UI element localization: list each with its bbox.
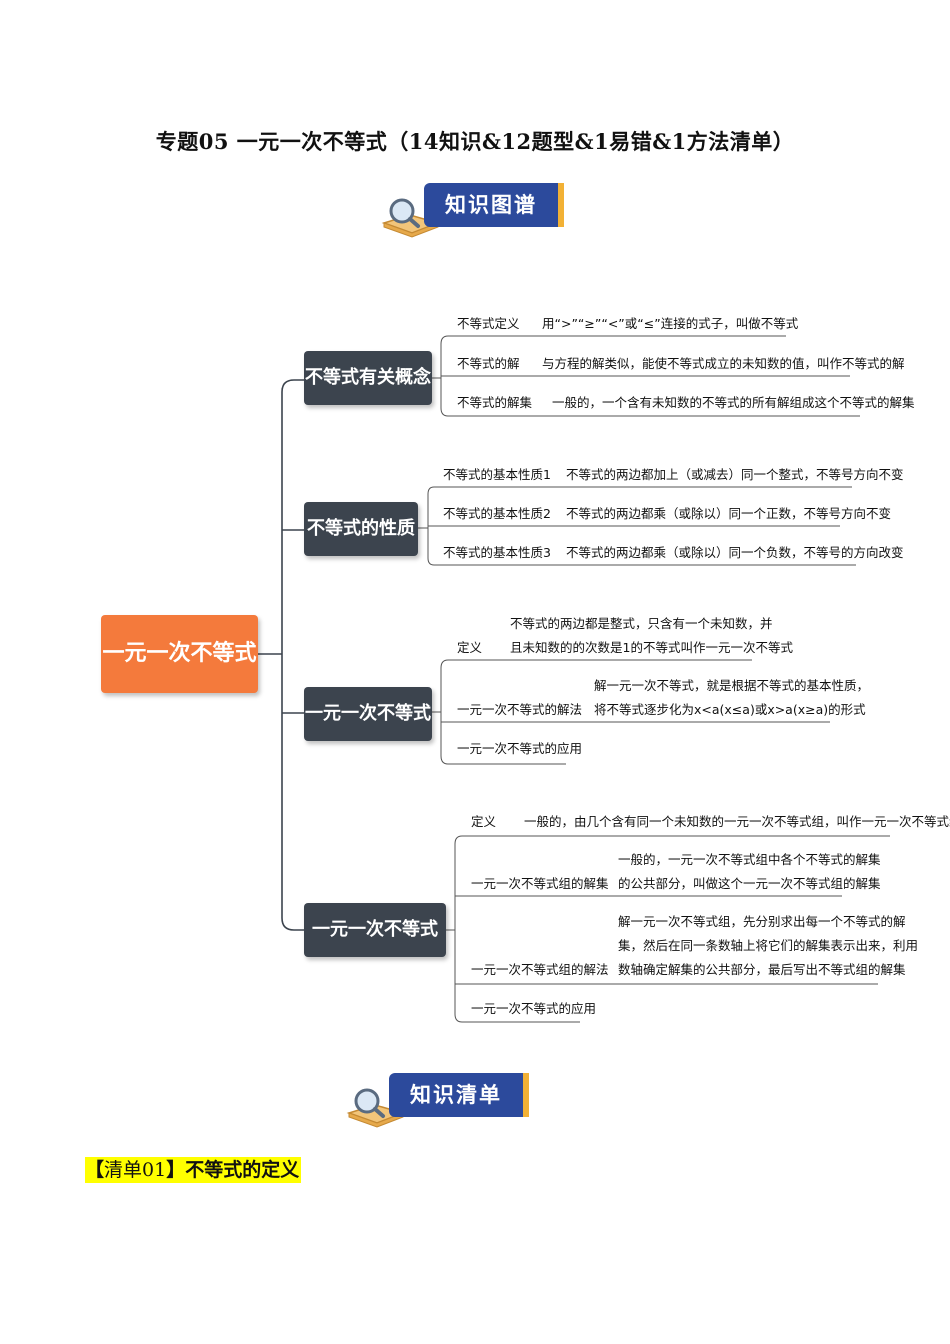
leaf-label: 不等式的基本性质3 [443,545,551,560]
leaf-text-line: 解一元一次不等式，就是根据不等式的基本性质， [594,678,870,693]
branch-linear-inequality: 一元一次不等式 [304,687,432,741]
section-heading: 【清单01】不等式的定义 [85,1157,302,1183]
leaf-text-line: 解一元一次不等式组，先分别求出每一个不等式的解 [618,914,906,929]
leaf-text: 一般的，由几个含有同一个未知数的一元一次不等式组，叫作一元一次不等式组 [524,814,950,829]
branch-inequality-concepts: 不等式有关概念 [304,351,432,405]
leaf-label: 一元一次不等式组的解集 [471,876,609,891]
section-bracket-open: 【 [85,1159,105,1181]
mindmap-root-node: 一元一次不等式 [101,615,258,693]
section-number: 清单01 [104,1159,167,1181]
leaf-label: 不等式的基本性质1 [443,467,551,482]
leaf-text: 与方程的解类似，能使不等式成立的未知数的值，叫作不等式的解 [542,356,905,371]
leaf-text: 不等式的两边都加上（或减去）同一个整式，不等号方向不变 [566,467,904,482]
branch-linear-inequality-system: 一元一次不等式组 [304,903,446,994]
knowledge-list-banner: 知识清单 [345,1073,535,1128]
leaf-label: 定义 [457,640,483,655]
leaf-label: 一元一次不等式的应用 [471,1001,597,1016]
document-title: 专题05 一元一次不等式（14知识&12题型&1易错&1方法清单） [155,129,795,154]
leaf-text-line: 将不等式逐步化为x<a(x≤a)或x>a(x≥a)的形式 [594,702,866,717]
leaf-label: 不等式的解集 [457,395,533,410]
leaf-text: 用“>”“≥”“<”或“≤”连接的式子，叫做不等式 [542,316,799,331]
leaf-label: 一元一次不等式的解法 [457,702,583,717]
knowledge-list-banner-label: 知识清单 [389,1073,529,1117]
leaf-text-line: 一般的，一元一次不等式组中各个不等式的解集 [618,852,881,867]
section-bracket-close: 】 [166,1159,186,1181]
leaf-label: 一元一次不等式的应用 [457,741,583,756]
leaf-text-line: 集，然后在同一条数轴上将它们的解集表示出来，利用 [618,938,919,953]
leaf-text: 不等式的两边都乘（或除以）同一个正数，不等号方向不变 [566,506,892,521]
knowledge-map-banner-label: 知识图谱 [424,183,564,227]
leaf-text-line: 不等式的两边都是整式，只含有一个未知数，并 [510,616,773,631]
knowledge-map-banner: 知识图谱 [380,183,570,238]
leaf-label: 不等式的基本性质2 [443,506,551,521]
section-title: 不等式的定义 [185,1159,300,1181]
leaf-label: 定义 [471,814,497,829]
leaf-text-line: 的公共部分，叫做这个一元一次不等式组的解集 [618,876,881,891]
leaf-label: 不等式的解 [457,356,520,371]
leaf-text: 不等式的两边都乘（或除以）同一个负数，不等号的方向改变 [566,545,904,560]
leaf-label: 不等式定义 [457,316,520,331]
branch-inequality-properties: 不等式的性质 [304,502,418,556]
leaf-label: 一元一次不等式组的解法 [471,962,609,977]
leaf-text-line: 数轴确定解集的公共部分，最后写出不等式组的解集 [618,962,906,977]
leaf-text: 一般的，一个含有未知数的不等式的所有解组成这个不等式的解集 [552,395,915,410]
leaf-text-line: 且未知数的的次数是1的不等式叫作一元一次不等式 [510,640,793,655]
